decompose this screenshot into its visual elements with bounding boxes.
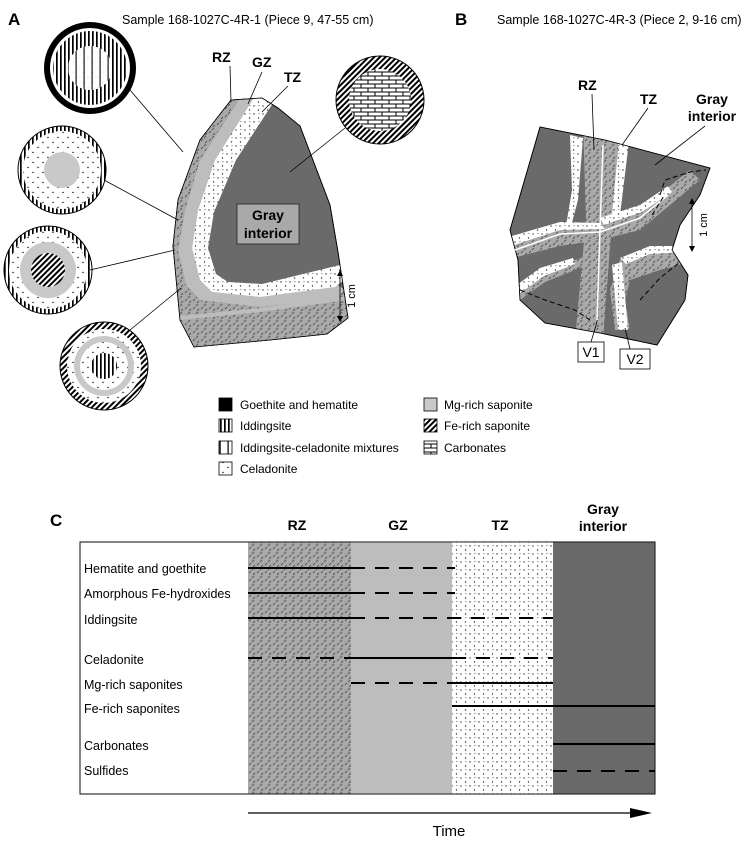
legend-item-mixtures: Iddingsite-celadonite mixtures: [218, 440, 399, 455]
scale-label-b: 1 cm: [698, 213, 710, 237]
legend-label-mg-saponite: Mg-rich saponite: [444, 398, 533, 412]
legend-label-fe-saponite: Fe-rich saponite: [444, 419, 530, 433]
row-label-fe-hydroxides: Amorphous Fe-hydroxides: [84, 587, 231, 601]
column-header-gray: Gray: [587, 501, 619, 517]
leader-gz: [247, 71, 263, 105]
panel-b-letter: B: [455, 10, 467, 29]
panel-b: B Sample 168-1027C-4R-3 (Piece 2, 9-16 c…: [455, 10, 742, 370]
inset-circle-5: [335, 55, 425, 145]
legend-item-fe-saponite: Fe-rich saponite: [423, 418, 530, 433]
column-header-gz: GZ: [388, 517, 408, 533]
legend-label-goethite: Goethite and hematite: [240, 398, 358, 412]
panel-a: A Sample 168-1027C-4R-1 (Piece 9, 47-55 …: [3, 10, 425, 411]
legend-label-carbonates: Carbonates: [444, 441, 506, 455]
scale-label-a: 1 cm: [346, 284, 358, 308]
interior-label-box: [236, 203, 300, 245]
column-header-rz: RZ: [288, 517, 307, 533]
time-arrow: [248, 808, 652, 818]
row-label-celadonite: Celadonite: [84, 653, 144, 667]
sample-b-rock: [509, 126, 711, 346]
legend-item-goethite: Goethite and hematite: [218, 397, 358, 412]
inset-leaders: [89, 89, 346, 331]
zone-label-rz: RZ: [212, 49, 231, 65]
row-label-mg-saponites: Mg-rich saponites: [84, 678, 183, 692]
leader-rz: [229, 65, 232, 103]
leader-b-rz: [591, 93, 595, 151]
zone-b-label-interior-1: Gray: [696, 91, 728, 107]
legend-label-iddingsite: Iddingsite: [240, 419, 292, 433]
leader-b-tz: [621, 107, 649, 146]
zone-label-gz: GZ: [252, 54, 272, 70]
row-label-carbonates: Carbonates: [84, 739, 149, 753]
inset-circle-2: [17, 125, 107, 215]
legend-item-iddingsite: Iddingsite: [218, 418, 292, 433]
scale-bar-a: 1 cm: [337, 270, 358, 322]
legend-item-celadonite: Celadonite: [218, 461, 298, 476]
leader-tz: [261, 85, 289, 113]
interior-label-line1: Gray: [252, 207, 284, 223]
legend: Goethite and hematite Iddingsite Iddings…: [218, 397, 533, 476]
column-header-tz: TZ: [491, 517, 509, 533]
leader-v1: [590, 321, 598, 343]
inset-circle-3: [3, 225, 93, 315]
leader-v2: [624, 327, 631, 350]
timeline-table-border: [79, 541, 656, 795]
column-header-interior: interior: [579, 518, 628, 534]
row-label-sulfides: Sulfides: [84, 764, 128, 778]
panel-c-letter: C: [50, 511, 62, 530]
interior-label-line2: interior: [244, 225, 293, 241]
column-fill-gray-interior: [553, 542, 655, 794]
vein-label-v1: V1: [582, 344, 599, 360]
panel-b-title: Sample 168-1027C-4R-3 (Piece 2, 9-16 cm): [497, 13, 742, 27]
row-label-fe-saponites: Fe-rich saponites: [84, 702, 180, 716]
leader-b-interior: [654, 125, 706, 166]
zone-b-label-interior-2: interior: [688, 108, 737, 124]
zone-label-tz: TZ: [284, 69, 302, 85]
legend-label-celadonite: Celadonite: [240, 462, 298, 476]
legend-label-mixtures: Iddingsite-celadonite mixtures: [240, 441, 399, 455]
legend-item-carbonates: Carbonates: [423, 440, 506, 455]
column-fill-gz: [351, 542, 452, 794]
row-label-hematite: Hematite and goethite: [84, 562, 206, 576]
panel-a-letter: A: [8, 10, 20, 29]
inset-circle-1: [44, 22, 136, 114]
time-axis-label: Time: [433, 823, 466, 840]
row-label-iddingsite: Iddingsite: [84, 613, 138, 627]
inset-circle-4: [59, 321, 149, 411]
column-fill-tz: [452, 542, 553, 794]
zone-b-label-tz: TZ: [640, 91, 658, 107]
panel-c: C RZ GZ TZ Gray interior Hematite and go…: [50, 501, 656, 840]
vein-label-box-v2: [619, 348, 651, 370]
vein-label-v2: V2: [626, 351, 643, 367]
scale-bar-b: 1 cm: [689, 198, 710, 252]
column-fill-rz: [248, 542, 351, 794]
occurrence-bars: [248, 567, 655, 772]
legend-item-mg-saponite: Mg-rich saponite: [423, 397, 533, 412]
zone-b-label-rz: RZ: [578, 77, 597, 93]
panel-a-title: Sample 168-1027C-4R-1 (Piece 9, 47-55 cm…: [122, 13, 374, 27]
